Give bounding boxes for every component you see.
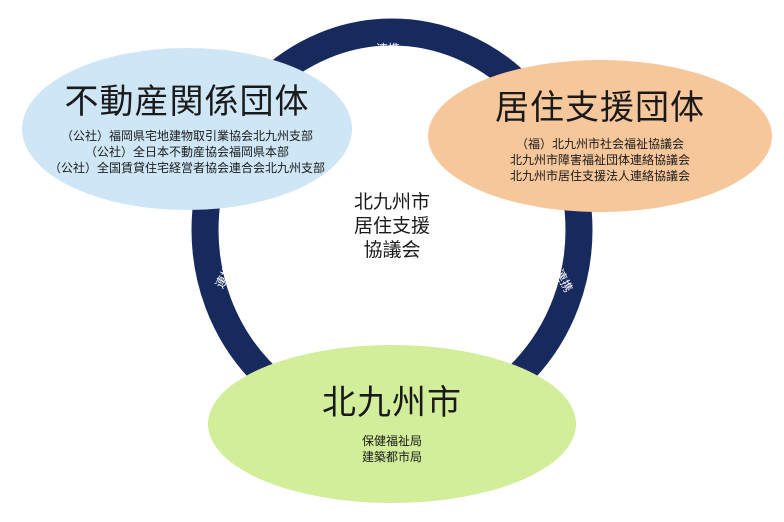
real-estate-member: （公社）福岡県宅地建物取引業協会北九州支部 — [60, 129, 313, 143]
real-estate-member: （公社）全国賃貸住宅経営者協会連合会北九州支部 — [48, 161, 325, 175]
housing-support-member: 北九州市障害福祉団体連絡協議会 — [509, 153, 690, 167]
housing-support-group: 居住支援団体 （福）北九州市社会福祉協議会 北九州市障害福祉団体連絡協議会 北九… — [428, 60, 772, 212]
link-label-top: 連携 — [376, 42, 401, 56]
city-member: 保健福祉局 — [361, 434, 422, 448]
council-name-line: 居住支援 — [353, 215, 430, 237]
real-estate-title: 不動産関係団体 — [64, 82, 310, 122]
city-title: 北九州市 — [322, 383, 462, 423]
city-member: 建築都市局 — [361, 450, 422, 464]
council-name-line: 北九州市 — [353, 191, 430, 213]
council-name: 北九州市 居住支援 協議会 — [320, 190, 464, 262]
real-estate-member: （公社）全日本不動産協会福岡県本部 — [84, 145, 289, 159]
housing-support-title: 居住支援団体 — [495, 88, 705, 128]
city-group: 北九州市 保健福祉局 建築都市局 — [208, 345, 576, 503]
housing-support-member: （福）北九州市社会福祉協議会 — [515, 137, 684, 151]
council-name-line: 協議会 — [363, 239, 421, 261]
real-estate-group: 不動産関係団体 （公社）福岡県宅地建物取引業協会北九州支部 （公社）全日本不動産… — [22, 48, 352, 210]
housing-support-member: 北九州市居住支援法人連絡協議会 — [509, 169, 690, 183]
